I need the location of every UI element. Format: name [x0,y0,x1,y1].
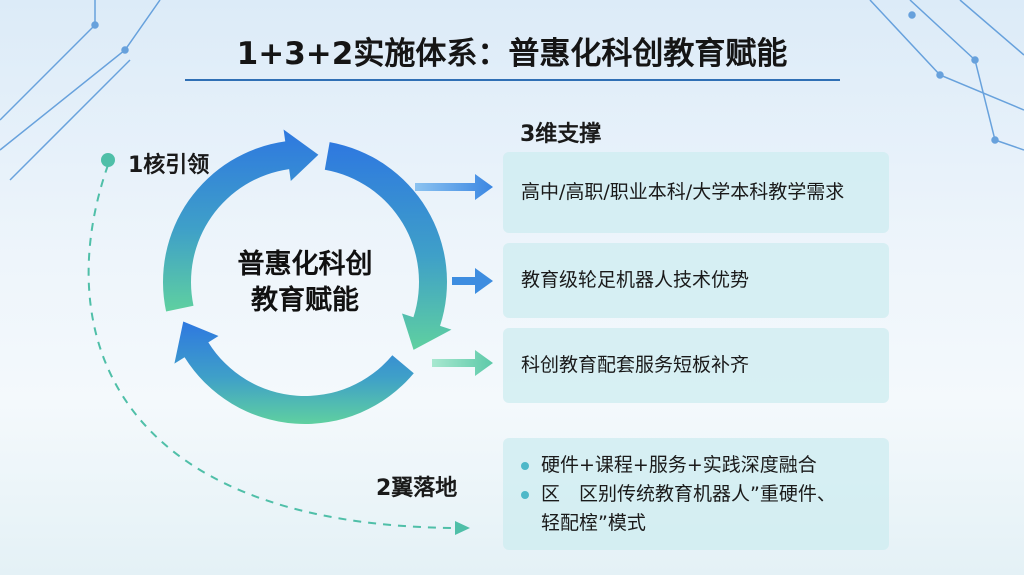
dashed-connector [87,164,456,529]
arrow-right-icon [415,174,493,200]
center-line-1: 普惠化科创 [237,249,373,280]
cycle-arrows [163,129,452,424]
cycle-arrow-3 [174,321,414,424]
circuit-decoration-left [0,0,161,181]
arrow-right-icon [432,350,493,376]
title-divider [185,79,840,81]
center-line-2: 教育赋能 [251,285,359,316]
wings-label: 2翼落地 [376,476,458,501]
support-arrows [415,174,493,376]
circuit-decoration-right [869,0,1024,151]
support-label: 3维支撑 [520,122,602,147]
bullet-dot-icon [521,461,529,470]
bullet-dot-icon [521,490,529,499]
core-label: 1核引领 [128,153,210,178]
cycle-arrow-1 [163,129,319,312]
support-item: 科创教育配套服务短板补齐 [521,354,750,376]
support-card-1: 高中/高职/职业本科/大学本科教学需求 [503,152,889,233]
bullet-text: 硬件+课程+服务+实践深度融合 [541,453,817,476]
cycle-center-text: 普惠化科创 教育赋能 [205,247,405,319]
page-title: 1+3+2实施体系：普惠化科创教育赋能 [236,36,788,72]
support-card-2: 教育级轮足机器人技术优势 [503,243,889,318]
support-item: 高中/高职/职业本科/大学本科教学需求 [521,181,845,203]
cycle-arrow-2 [324,142,452,350]
dashed-arrowhead-icon [455,521,470,535]
arrow-right-icon [452,268,493,294]
support-card-3: 科创教育配套服务短板补齐 [503,328,889,403]
bullet-text: 区 区别传统教育机器人”重硬件、轻配榁”模式 [541,482,836,534]
wings-bullet: 硬件+课程+服务+实践深度融合 [521,451,817,480]
wings-card: 硬件+课程+服务+实践深度融合 区 区别传统教育机器人”重硬件、轻配榁”模式 [503,438,889,550]
core-dot [101,153,115,167]
wings-bullet: 区 区别传统教育机器人”重硬件、轻配榁”模式 [521,480,851,538]
support-item: 教育级轮足机器人技术优势 [521,269,750,291]
